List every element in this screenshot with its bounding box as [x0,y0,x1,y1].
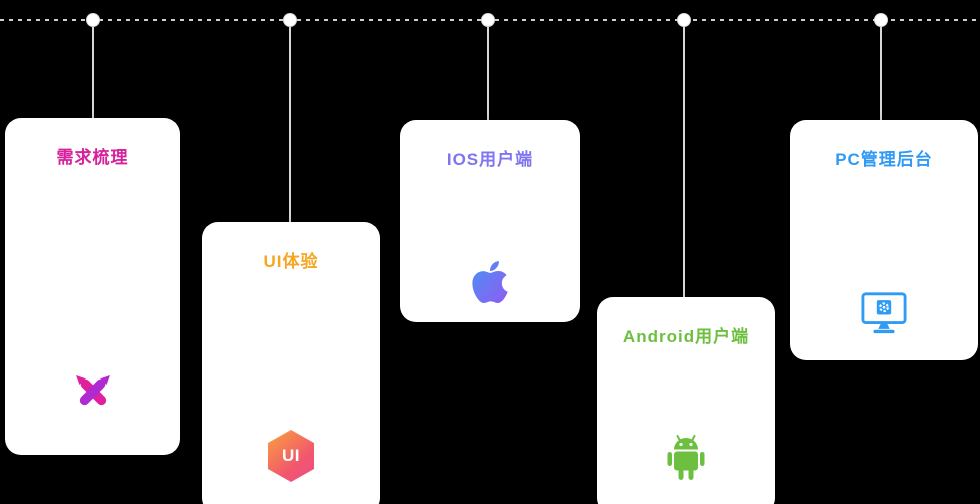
ui-hexagon-icon: UI [268,430,314,482]
card-title: Android用户端 [622,327,750,346]
card-ios-client: IOS用户端 [400,120,580,322]
card-title: IOS用户端 [446,150,534,169]
ui-hexagon-label: UI [282,446,300,465]
card-title: 需求梳理 [56,148,129,167]
connector-line-2 [289,27,291,222]
timeline-node-2 [283,13,297,27]
monitor-gear-icon [861,291,907,335]
apple-icon [470,258,510,306]
timeline-node-1 [86,13,100,27]
connector-line-3 [487,27,489,120]
card-pc-admin: PC管理后台 [790,120,978,360]
crossed-pens-icon [68,367,118,417]
connector-line-5 [880,27,882,120]
card-title: UI体验 [263,252,319,271]
timeline-node-5 [874,13,888,27]
card-title: PC管理后台 [835,150,933,169]
timeline-node-3 [481,13,495,27]
card-requirements: 需求梳理 [5,118,180,455]
card-android-client: Android用户端 [597,297,775,504]
connector-line-1 [92,27,94,118]
card-ui-experience: UI体验 UI [202,222,380,504]
connector-line-4 [683,27,685,297]
android-icon [664,434,708,482]
timeline-node-4 [677,13,691,27]
